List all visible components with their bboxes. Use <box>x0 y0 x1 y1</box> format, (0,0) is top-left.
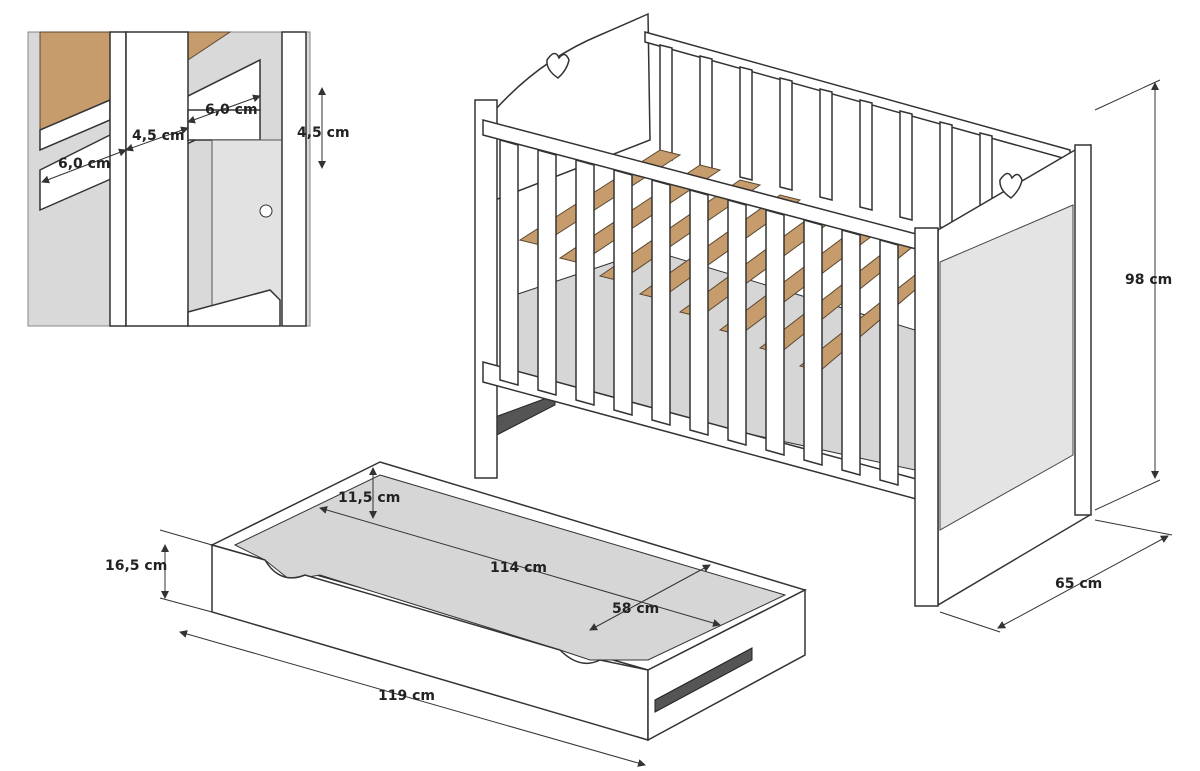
dim-label-drawer-outer-length: 119 cm <box>378 688 435 704</box>
front-slats <box>499 139 899 486</box>
right-panel-inset <box>939 204 1074 531</box>
dim-label-drawer-outer-height: 16,5 cm <box>105 558 167 574</box>
dim-label-drawer-inner-length: 114 cm <box>490 560 547 576</box>
dim-label-post-gap: 4,5 cm <box>132 128 185 144</box>
front-left-post <box>474 99 498 479</box>
detail-inset: 6,0 cm 4,5 cm 6,0 cm 4,5 cm <box>27 31 350 327</box>
bed-slats <box>518 149 917 372</box>
dim-label-rail-width: 6,0 cm <box>58 156 111 172</box>
heart-cutout-left <box>546 52 570 79</box>
drawer-runner-slide <box>654 647 753 713</box>
dim-label-rail-height: 4,5 cm <box>297 125 350 141</box>
front-right-post <box>914 227 939 607</box>
dim-label-slat-width: 6,0 cm <box>205 102 258 118</box>
back-slats <box>659 44 993 241</box>
dim-label-drawer-inner-height: 11,5 cm <box>338 490 400 506</box>
dim-label-drawer-inner-width: 58 cm <box>612 601 659 617</box>
dim-label-crib-depth: 65 cm <box>1055 576 1102 592</box>
crib: 98 cm 65 cm <box>474 12 1172 633</box>
drawer: 11,5 cm 16,5 cm 114 cm 58 cm 119 cm <box>105 461 808 767</box>
heart-cutout-right <box>999 172 1023 199</box>
dim-label-crib-height: 98 cm <box>1125 272 1172 288</box>
